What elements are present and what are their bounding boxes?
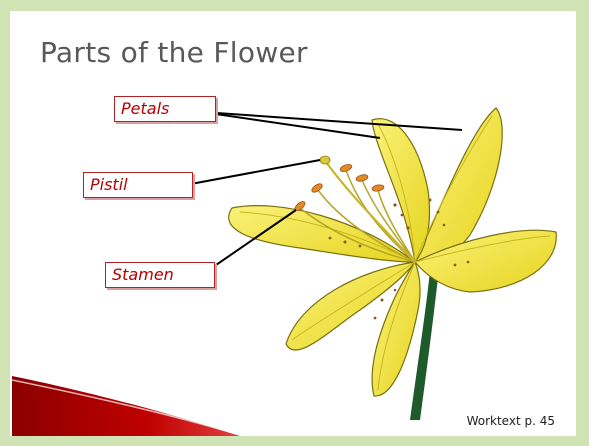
label-stamen: Stamen bbox=[105, 262, 215, 288]
red-swoosh-icon bbox=[12, 376, 240, 436]
label-petals: Petals bbox=[114, 96, 216, 122]
page-title: Parts of the Flower bbox=[40, 36, 308, 69]
label-pistil: Pistil bbox=[83, 172, 193, 198]
footer-reference: Worktext p. 45 bbox=[467, 414, 555, 428]
lily-flower-icon bbox=[229, 108, 557, 396]
